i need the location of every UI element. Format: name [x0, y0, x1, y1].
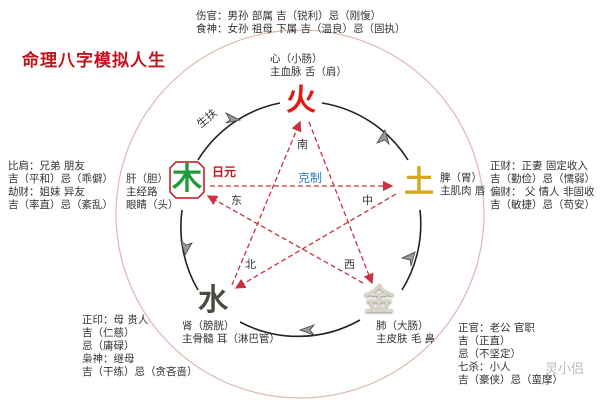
restrain-label: 克制 [298, 171, 323, 185]
gods-bottom-left-5: 吉（干练）忌（贪吝啬） [82, 366, 198, 378]
direction-north: 北 [245, 258, 256, 271]
gods-left-2: 吉（平和）忌（乖僻） [8, 173, 113, 185]
direction-west: 西 [344, 258, 355, 271]
fire-organ-1: 心（小肠） [270, 53, 323, 65]
watermark: 灵小侣 [545, 362, 585, 377]
gods-bottom-left-1: 正印：母 贵人 [82, 314, 149, 326]
direction-east: 东 [231, 194, 242, 207]
gods-bottom-right-5: 吉（豪侠）忌（蛮摩） [458, 374, 563, 386]
gods-right-2: 吉（勤俭）忌（懦弱） [490, 173, 595, 185]
gods-left-1: 比肩：兄弟 朋友 [8, 160, 85, 172]
gods-bottom-left-4: 枭神：继母 [82, 353, 135, 365]
gods-right-3: 偏财： 父 情人 非固收 [490, 186, 595, 198]
element-wood: 木 [172, 162, 202, 197]
gods-right-1: 正财：正妻 固定收入 [490, 160, 588, 172]
fire-organ-2: 主血脉 舌（肩） [270, 66, 347, 78]
gods-left-3: 劫财：姐妹 异友 [8, 186, 85, 198]
gods-right-4: 吉（敏捷）忌（苟安） [490, 199, 595, 211]
gods-bottom-right-1: 正官：老公 官职 [458, 322, 535, 334]
gods-bottom-right-3: 忌（不坚定） [458, 348, 521, 360]
gods-bottom-left-3: 忌（庸碌） [82, 340, 135, 352]
wood-organ-3: 眼睛（头） [126, 199, 179, 211]
wood-organ-1: 肝（胆） [126, 173, 168, 185]
gods-bottom-right-2: 吉（正直） [458, 335, 511, 347]
element-earth: 土 [404, 165, 434, 200]
outer-circle [115, 29, 485, 399]
direction-south: 南 [297, 138, 308, 151]
gods-top-2: 食神：女孙 祖母 下属 吉（温良）忌（固执） [196, 23, 406, 35]
element-metal: 金 [364, 283, 394, 318]
element-water: 水 [198, 283, 228, 318]
earth-organ-2: 主肌肉 唇 [440, 185, 486, 197]
gods-top-1: 伤官：男孙 部属 吉（锐利）忌（刚愎） [196, 10, 382, 22]
generating-cycle-arcs [180, 102, 422, 338]
wood-badge-frame [169, 161, 205, 199]
water-organ-1: 肾（膀胱） [182, 320, 235, 332]
gods-bottom-left-2: 吉（仁慈） [82, 327, 135, 339]
gods-bottom-right-4: 七杀：小人 [458, 361, 511, 373]
direction-center: 中 [362, 194, 373, 207]
page-title: 命理八字模拟人生 [22, 51, 166, 71]
wood-organ-2: 主经路 [126, 186, 158, 198]
water-organ-2: 主骨髓 耳（淋巴管） [182, 333, 280, 345]
earth-organ-1: 脾（胃） [440, 172, 482, 184]
day-master-badge: 日元 [212, 165, 237, 179]
cycle-arrowheads [180, 112, 416, 336]
element-fire: 火 [286, 83, 316, 118]
metal-organ-2: 主皮肤 毛 鼻 [376, 333, 436, 345]
restraining-pentagram [206, 120, 397, 289]
metal-organ-1: 肺（大肠） [376, 320, 429, 332]
gods-left-4: 吉（率直）忌（紊乱） [8, 199, 113, 211]
